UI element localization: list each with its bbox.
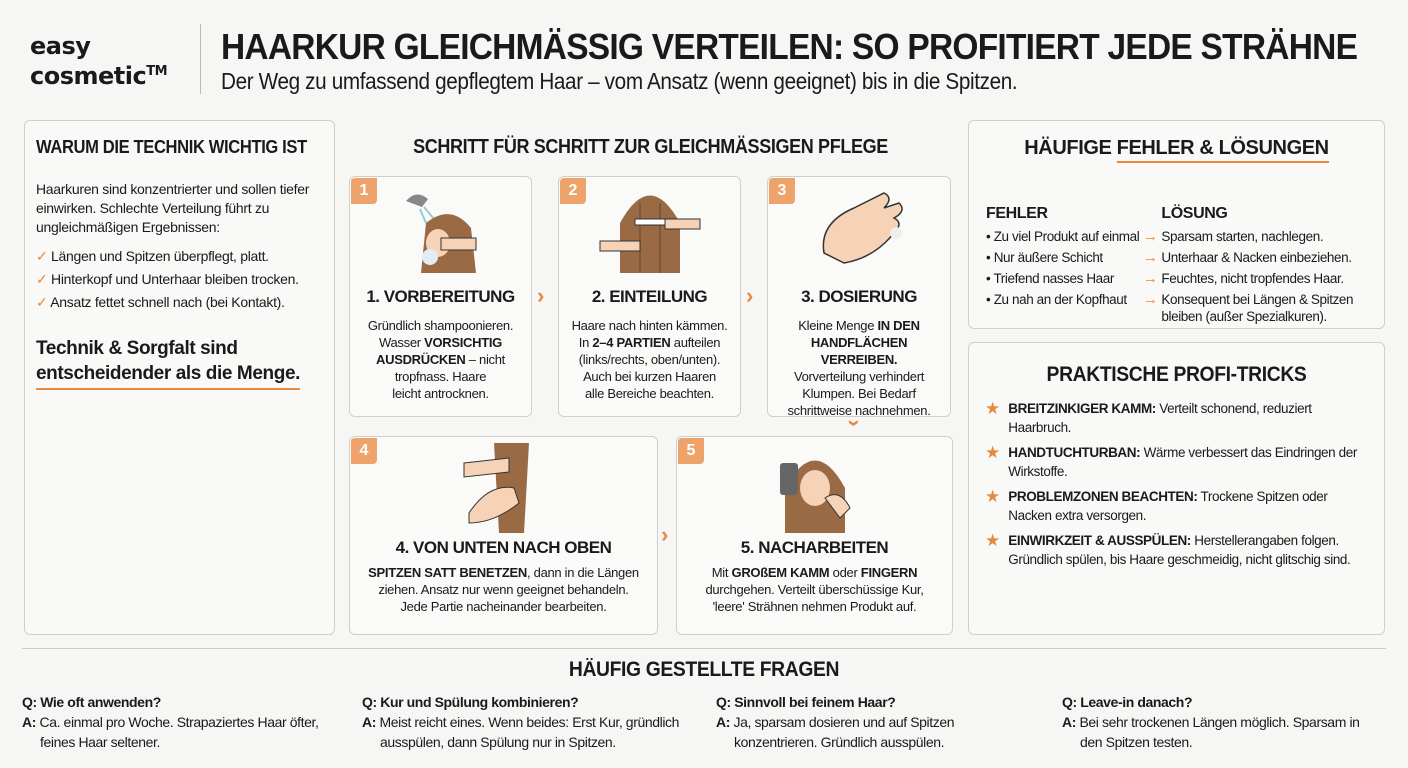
- star-icon: ★: [985, 443, 1001, 462]
- step-number-badge: 3: [769, 178, 795, 204]
- arrow-right-icon: →: [1142, 291, 1158, 308]
- section-divider: [22, 648, 1386, 649]
- arrow-right-icon: →: [1142, 249, 1158, 266]
- solution-item: Feuchtes, nicht tropfendes Haar.: [1161, 271, 1344, 286]
- mistakes-heading: HÄUFIGE FEHLER & LÖSUNGEN: [969, 137, 1384, 163]
- mistakes-table: FEHLER LÖSUNG • Zu viel Produkt auf einm…: [986, 205, 1376, 325]
- col-loesung: LÖSUNG: [1161, 205, 1228, 222]
- trick-item: ★ BREITZINKIGER KAMM: Verteilt schonend,…: [985, 399, 1372, 437]
- step-description: Haare nach hinten kämmen.In 2–4 PARTIEN …: [571, 318, 728, 401]
- shower-head-icon: [386, 183, 496, 278]
- solution-item: Sparsam starten, nachlegen.: [1161, 229, 1324, 244]
- check-icon: ✓: [36, 248, 52, 264]
- solution-item: Unterhaar & Nacken einbeziehen.: [1161, 250, 1352, 265]
- step-card-1: 1 1. VORBEREITUNG Gründlich shampooniere…: [349, 176, 532, 417]
- why-content: WARUM DIE TECHNIK WICHTIG IST Haarkuren …: [36, 137, 324, 390]
- hands-on-hair-icon: [449, 443, 559, 538]
- why-conclusion: Technik & Sorgfalt sind entscheidender a…: [36, 336, 324, 390]
- mistake-item: • Zu viel Produkt auf einmal: [986, 229, 1140, 244]
- mistake-item: • Triefend nasses Haar: [986, 271, 1114, 286]
- list-item: ✓ Ansatz fettet schnell nach (bei Kontak…: [36, 294, 285, 310]
- step-description: Gründlich shampoonieren.Wasser VORSICHTI…: [367, 318, 514, 401]
- step-title: 2. EINTEILUNG: [591, 287, 708, 306]
- trick-text: PROBLEMZONEN BEACHTEN: Trockene Spitzen …: [1008, 489, 1328, 523]
- chevron-right-icon: ›: [661, 522, 669, 547]
- chevron-right-icon: ›: [537, 283, 545, 308]
- step-title: 1. VORBEREITUNG: [366, 287, 515, 306]
- star-icon: ★: [985, 487, 1001, 506]
- hair-sectioning-icon: [595, 183, 705, 278]
- tricks-list: ★ BREITZINKIGER KAMM: Verteilt schonend,…: [985, 399, 1372, 575]
- why-heading: WARUM DIE TECHNIK WICHTIG IST: [36, 137, 307, 157]
- star-icon: ★: [985, 531, 1001, 550]
- why-intro: Haarkuren sind konzentrierter und sollen…: [36, 181, 310, 235]
- faq-heading: HÄUFIG GESTELLTE FRAGEN: [568, 658, 840, 681]
- tricks-heading: PRAKTISCHE PROFI-TRICKS: [1046, 363, 1307, 386]
- chevron-down-icon: ›: [842, 419, 868, 427]
- page-subtitle: Der Weg zu umfassend gepflegtem Haar – v…: [221, 68, 1018, 94]
- step-number-badge: 5: [678, 438, 704, 464]
- trick-item: ★ HANDTUCHTURBAN: Wärme verbessert das E…: [985, 443, 1372, 481]
- why-list: ✓ Längen und Spitzen überpflegt, platt. …: [36, 245, 324, 314]
- step-number-badge: 2: [560, 178, 586, 204]
- arrow-right-icon: →: [1142, 228, 1158, 245]
- list-item: ✓ Hinterkopf und Unterhaar bleiben trock…: [36, 271, 299, 287]
- page-title: HAARKUR GLEICHMÄSSIG VERTEILEN: SO PROFI…: [221, 26, 1358, 67]
- step-number-badge: 1: [351, 178, 377, 204]
- header-spacer: [1139, 205, 1161, 224]
- step-title: 4. VON UNTEN NACH OBEN: [395, 538, 612, 557]
- faq-item: Q: Kur und Spülung kombinieren?A: Meist …: [362, 694, 680, 750]
- mistake-item: • Nur äußere Schicht: [986, 250, 1103, 265]
- mistakes-panel: HÄUFIGE FEHLER & LÖSUNGEN FEHLER LÖSUNG …: [968, 120, 1385, 329]
- comb-hair-icon: [760, 443, 870, 538]
- faq-item: Q: Wie oft anwenden?A: Ca. einmal pro Wo…: [22, 694, 319, 750]
- trick-item: ★ EINWIRKZEIT & AUSSPÜLEN: Herstellerang…: [985, 531, 1372, 569]
- trick-item: ★ PROBLEMZONEN BEACHTEN: Trockene Spitze…: [985, 487, 1372, 525]
- check-icon: ✓: [36, 271, 52, 287]
- step-title: 3. DOSIERUNG: [801, 287, 917, 306]
- faq-item: Q: Leave-in danach?A: Bei sehr trockenen…: [1062, 694, 1360, 750]
- step-card-2: 2 2. EINTEILUNG Haare nach hinten kämmen…: [558, 176, 741, 417]
- step-description: SPITZEN SATT BENETZEN, dann in die Länge…: [368, 565, 639, 614]
- step-card-5: 5 5. NACHARBEITEN Mit GROßEM KAMM oder F…: [676, 436, 953, 635]
- list-item: ✓ Längen und Spitzen überpflegt, platt.: [36, 248, 269, 264]
- trick-text: HANDTUCHTURBAN: Wärme verbessert das Ein…: [1008, 445, 1357, 479]
- step-number-badge: 4: [351, 438, 377, 464]
- tricks-panel: PRAKTISCHE PROFI-TRICKS ★ BREITZINKIGER …: [968, 342, 1385, 635]
- step-card-4: 4 4. VON UNTEN NACH OBEN SPITZEN SATT BE…: [349, 436, 658, 635]
- hands-rubbing-icon: [804, 183, 914, 278]
- arrow-right-icon: →: [1142, 270, 1158, 287]
- mistake-item: • Zu nah an der Kopfhaut: [986, 292, 1127, 307]
- header-divider: [200, 24, 201, 94]
- trick-text: BREITZINKIGER KAMM: Verteilt schonend, r…: [1008, 401, 1312, 435]
- faq-item: Q: Sinnvoll bei feinem Haar?A: Ja, spars…: [716, 694, 955, 750]
- steps-heading: SCHRITT FÜR SCHRITT ZUR GLEICHMÄSSIGEN P…: [413, 136, 888, 158]
- star-icon: ★: [985, 399, 1001, 418]
- check-icon: ✓: [36, 294, 51, 310]
- col-fehler: FEHLER: [986, 205, 1048, 222]
- solution-item: Konsequent bei Längen & Spitzen bleiben …: [1161, 292, 1354, 324]
- step-title: 5. NACHARBEITEN: [740, 538, 889, 557]
- why-panel: WARUM DIE TECHNIK WICHTIG IST Haarkuren …: [24, 120, 335, 635]
- chevron-right-icon: ›: [746, 283, 754, 308]
- trick-text: EINWIRKZEIT & AUSSPÜLEN: Herstellerangab…: [1008, 533, 1351, 567]
